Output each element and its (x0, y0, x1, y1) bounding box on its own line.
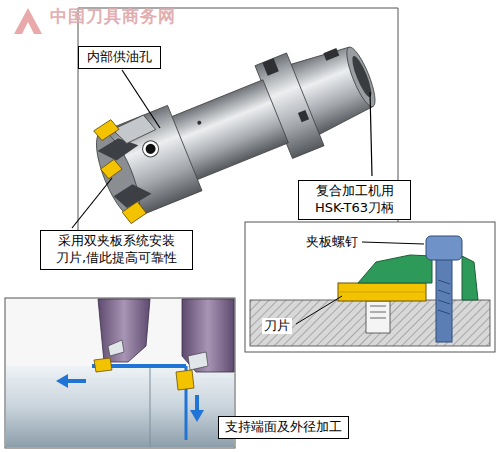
clamp-section-inset (358, 255, 432, 283)
clamp-section-inset (438, 310, 450, 314)
machining-inset (182, 299, 234, 372)
leader-line (370, 92, 372, 176)
watermark-logo (22, 22, 34, 34)
leader-line (296, 242, 424, 324)
main-frame (78, 8, 79, 232)
leader-line (296, 296, 342, 324)
milling-cutter (298, 110, 309, 122)
leader-line (362, 242, 424, 244)
clamp-section-inset (338, 283, 426, 301)
machining-inset (195, 395, 199, 412)
clamp-section-inset (426, 236, 462, 260)
callout-text: 采用双夹板系统安装 刀片,借此提高可靠性 (46, 233, 187, 267)
watermark: 中国刀具商务网 (48, 6, 178, 26)
machining-inset (176, 370, 194, 390)
leader-line (122, 70, 160, 128)
milling-cutter (197, 120, 202, 125)
milling-cutter (99, 158, 124, 180)
clamp-section-inset (438, 280, 450, 284)
clamp-section-inset (338, 292, 426, 293)
part-label: 夹板螺钉 (304, 234, 360, 250)
machining-inset (98, 299, 150, 362)
watermark-logo (14, 8, 42, 34)
clamp-section-inset (370, 318, 386, 319)
caption-box: 支持端面及外径加工 (218, 416, 349, 439)
machining-inset (188, 352, 208, 370)
watermark-logo (14, 8, 42, 34)
milling-cutter (140, 138, 161, 159)
part-label: 刀片 (262, 318, 292, 334)
milling-cutter (323, 48, 339, 61)
milling-cutter (121, 200, 148, 225)
callout-box: 采用双夹板系统安装 刀片,借此提高可靠性 (40, 230, 193, 270)
clamp-section-inset (370, 306, 386, 307)
machining-inset (66, 379, 86, 383)
callout-text: 内部供油孔 (87, 49, 152, 66)
clamp-section-inset (245, 222, 495, 352)
callout-text: 支持端面及外径加工 (225, 419, 342, 436)
callout-box: 内部供油孔 (78, 46, 161, 69)
milling-cutter (144, 142, 157, 155)
milling-cutter (262, 58, 278, 75)
clamp-section-inset (250, 300, 490, 346)
clamp-section-inset (438, 290, 450, 294)
milling-cutter (289, 42, 375, 136)
clamp-section-inset (462, 256, 478, 300)
machining-inset (190, 410, 204, 422)
milling-cutter (349, 54, 375, 99)
machining-inset (5, 298, 235, 448)
milling-cutter (92, 118, 120, 142)
machining-inset (5, 298, 235, 448)
machining-inset (56, 374, 68, 388)
leader-line (72, 178, 112, 228)
machining-inset (108, 340, 124, 356)
clamp-section-inset (436, 258, 452, 342)
clamp-section-inset (366, 301, 390, 333)
machining-inset (94, 358, 112, 372)
callout-text: 复合加工机用 HSK-T63刀柄 (304, 183, 405, 217)
machining-inset (150, 366, 151, 447)
clamp-section-inset (245, 222, 495, 352)
clamp-section-inset (370, 312, 386, 313)
milling-cutter (342, 44, 381, 109)
machining-inset (6, 366, 234, 447)
callout-box: 复合加工机用 HSK-T63刀柄 (298, 180, 411, 220)
clamp-section-inset (438, 300, 450, 304)
